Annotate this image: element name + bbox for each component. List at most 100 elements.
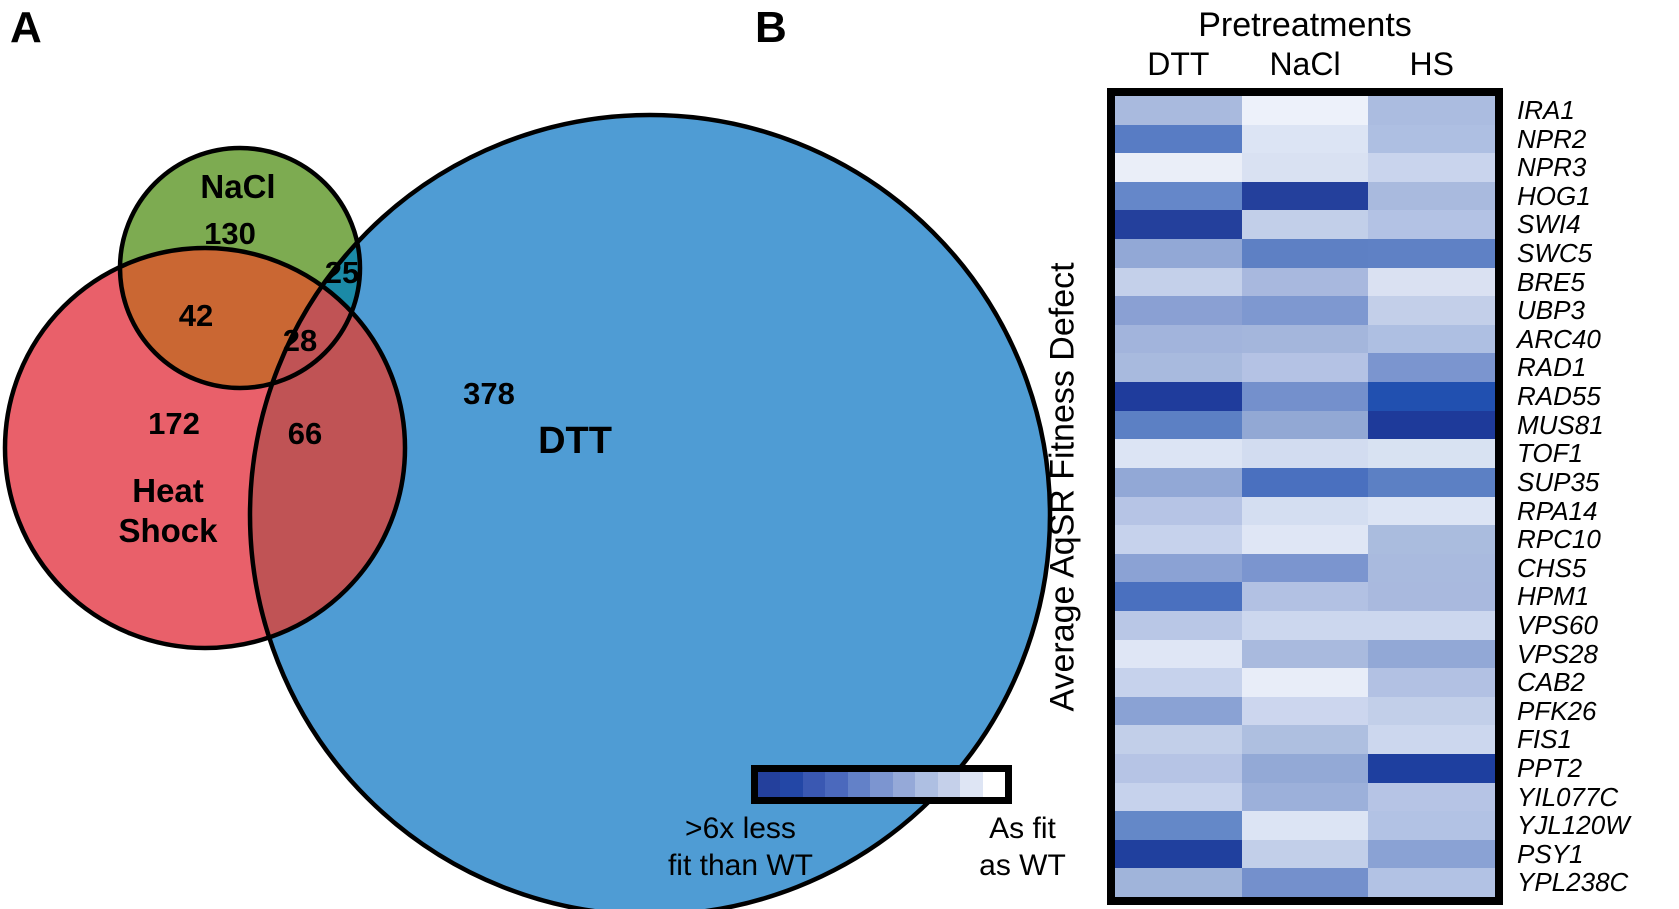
heatmap-row-fis1 [1115, 725, 1496, 755]
heatmap-cell-tof1-nacl [1241, 439, 1369, 468]
gene-label-vps60: VPS60 [1517, 609, 1598, 640]
venn-triple-count: 28 [283, 323, 317, 358]
gene-label-ubp3: UBP3 [1517, 295, 1585, 326]
heatmap-cell-pfk26-hs [1368, 696, 1496, 726]
heatmap-cell-npr2-dtt [1115, 124, 1242, 154]
heatmap-row-mus81 [1115, 410, 1496, 440]
heatmap-cell-cab2-dtt [1115, 668, 1242, 697]
heatmap-cell-rad55-nacl [1241, 382, 1369, 411]
color-scale-step-3 [802, 772, 826, 797]
heatmap-cell-rad55-dtt [1115, 382, 1242, 411]
heatmap-row-hpm1 [1115, 582, 1496, 611]
heatmap-cell-vps60-dtt [1115, 610, 1242, 640]
heatmap-cell-chs5-hs [1368, 553, 1496, 583]
venn-nacl-label: NaCl [200, 168, 275, 205]
heatmap-cell-yil077c-dtt [1115, 782, 1242, 812]
heatmap-row-pfk26 [1115, 696, 1496, 726]
heatmap-cell-rad55-hs [1368, 382, 1496, 411]
heatmap-cell-yil077c-hs [1368, 782, 1496, 812]
venn-dtt-circle [250, 115, 1050, 909]
heatmap-cell-ubp3-hs [1368, 296, 1496, 325]
heatmap-cell-cab2-nacl [1241, 668, 1369, 697]
heatmap-cell-ypl238c-dtt [1115, 868, 1242, 898]
heatmap-cell-bre5-hs [1368, 267, 1496, 297]
heatmap-cell-vps28-nacl [1241, 639, 1369, 669]
heatmap-cell-vps60-nacl [1241, 610, 1369, 640]
color-scale-step-6 [870, 772, 893, 797]
gene-label-npr2: NPR2 [1517, 123, 1587, 154]
heatmap-cell-mus81-dtt [1115, 410, 1242, 440]
gene-label-rad55: RAD55 [1517, 381, 1601, 412]
heatmap-cell-npr3-nacl [1241, 153, 1369, 182]
gene-label-pfk26: PFK26 [1517, 695, 1597, 726]
gene-label-tof1: TOF1 [1517, 438, 1583, 469]
gene-label-mus81: MUS81 [1517, 409, 1604, 440]
color-scale-step-11 [982, 772, 1005, 797]
heatmap-row-chs5 [1115, 553, 1496, 583]
heatmap-cell-hpm1-dtt [1115, 582, 1242, 611]
venn-nacl-dtt-count: 25 [325, 255, 359, 290]
gene-label-sup35: SUP35 [1517, 466, 1600, 497]
heatmap-cell-hog1-dtt [1115, 181, 1242, 211]
venn-heatshock-label-line1: Heat [132, 472, 204, 509]
heatmap-cell-ppt2-nacl [1241, 754, 1369, 783]
heatmap-cell-tof1-hs [1368, 439, 1496, 468]
heatmap-row-arc40 [1115, 324, 1496, 354]
heatmap-cell-npr2-hs [1368, 124, 1496, 154]
heatmap-row-vps60 [1115, 610, 1496, 640]
color-scale-step-2 [780, 772, 803, 797]
color-scale-bar [751, 765, 1012, 804]
heatmap-cell-vps28-dtt [1115, 639, 1242, 669]
heatmap-cell-ppt2-hs [1368, 754, 1496, 783]
gene-label-rad1: RAD1 [1517, 352, 1587, 383]
heatmap-cell-ypl238c-hs [1368, 868, 1496, 898]
heatmap-cell-sup35-hs [1368, 467, 1496, 497]
heatmap-cell-ira1-nacl [1241, 96, 1369, 125]
heatmap-cell-rpa14-dtt [1115, 496, 1242, 526]
gene-label-swi4: SWI4 [1517, 209, 1581, 240]
legend-min-label: >6x less fit than WT [648, 810, 833, 884]
venn-dtt-label: DTT [538, 420, 612, 462]
venn-heatshock-dtt-overlap [250, 248, 405, 648]
gene-label-rpc10: RPC10 [1517, 524, 1601, 555]
heatmap-row-hog1 [1115, 181, 1496, 211]
heatmap-cell-bre5-nacl [1241, 267, 1369, 297]
heatmap-cell-ubp3-dtt [1115, 296, 1242, 325]
heatmap-cell-tof1-dtt [1115, 439, 1242, 468]
heatmap-row-ubp3 [1115, 296, 1496, 325]
color-scale-step-10 [960, 772, 983, 797]
gene-label-yil077c: YIL077C [1517, 781, 1619, 812]
gene-label-vps28: VPS28 [1517, 638, 1598, 669]
heatmap-row-vps28 [1115, 639, 1496, 669]
column-header-dtt: DTT [1147, 46, 1210, 82]
heatmap-cell-sup35-dtt [1115, 467, 1242, 497]
heatmap-cell-rad1-hs [1368, 353, 1496, 383]
heatmap-row-ira1 [1115, 96, 1496, 125]
gene-label-bre5: BRE5 [1517, 266, 1585, 297]
heatmap-row-rad55 [1115, 382, 1496, 411]
heatmap-row-psy1 [1115, 839, 1496, 869]
heatmap-cell-rad1-nacl [1241, 353, 1369, 383]
legend-min-line1: >6x less [685, 812, 796, 845]
heatmap-cell-hpm1-hs [1368, 582, 1496, 611]
heatmap-row-rad1 [1115, 353, 1496, 383]
venn-heatshock-outline [2, 245, 408, 651]
heatmap-cell-swc5-hs [1368, 239, 1496, 268]
heatmap-cell-rpc10-hs [1368, 525, 1496, 554]
gene-label-cab2: CAB2 [1517, 667, 1585, 698]
heatmap-cell-hpm1-nacl [1241, 582, 1369, 611]
gene-label-ira1: IRA1 [1517, 95, 1575, 125]
gene-label-ppt2: PPT2 [1517, 753, 1583, 784]
heatmap-cell-chs5-dtt [1115, 553, 1242, 583]
heatmap-row-swc5 [1115, 239, 1496, 268]
panel-a-label: A [10, 3, 42, 52]
heatmap-cell-mus81-hs [1368, 410, 1496, 440]
heatmap-row-rpc10 [1115, 525, 1496, 554]
gene-label-swc5: SWC5 [1517, 238, 1593, 269]
gene-label-hog1: HOG1 [1517, 180, 1591, 211]
heatmap-cell-psy1-hs [1368, 839, 1496, 869]
heatmap-row-npr3 [1115, 153, 1496, 182]
heatmap-cell-bre5-dtt [1115, 267, 1242, 297]
gene-label-npr3: NPR3 [1517, 152, 1587, 183]
